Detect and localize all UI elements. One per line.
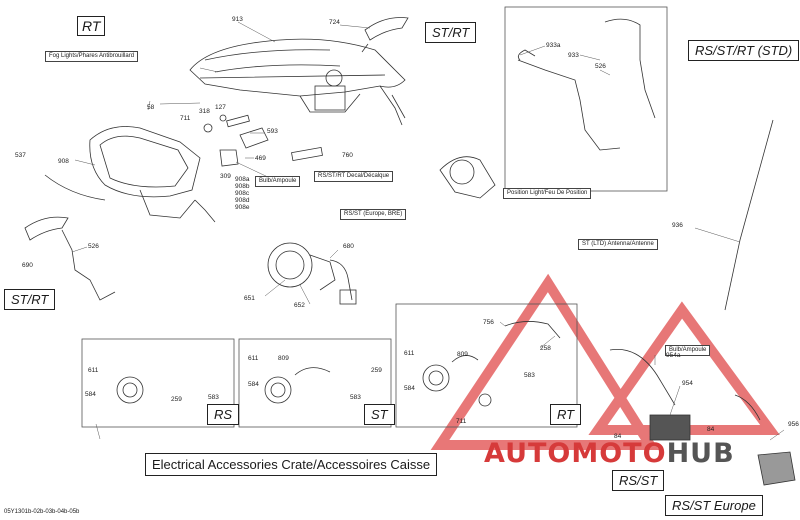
position-light-box <box>504 6 668 192</box>
part-593: 593 <box>267 128 278 135</box>
part-318: 318 <box>199 108 210 115</box>
part-584-st: 584 <box>248 381 259 388</box>
part-711-top: 711 <box>180 115 191 122</box>
part-809-rt: 809 <box>457 351 468 358</box>
part-690: 690 <box>22 262 33 269</box>
part-84-right: 84 <box>707 426 715 433</box>
part-537: 537 <box>15 152 26 159</box>
position-light-wire <box>517 59 621 151</box>
part-936: 936 <box>672 222 683 229</box>
part-526-top: 526 <box>595 63 606 70</box>
module-housing-europe <box>757 451 796 486</box>
turn-signal-left <box>24 216 69 241</box>
watermark-part1: AUTOMOTO <box>484 438 667 469</box>
title-rs-box: RS <box>207 404 240 425</box>
part-58: 58 <box>147 104 155 111</box>
headlight-lens <box>89 126 201 198</box>
part-908a: 908a <box>235 176 250 183</box>
tag-decal: RS/ST/RT Decal/Décalque <box>314 171 394 182</box>
tag-position-light: Position Light/Feu De Position <box>503 188 592 199</box>
tag-bulb: Bulb/Ampoule <box>255 176 301 187</box>
part-583-st: 583 <box>350 394 361 401</box>
horn-rt <box>422 364 450 392</box>
diagram-code: 05Y1301b-02b-03b-04b-05b <box>4 509 80 515</box>
part-84-left: 84 <box>614 433 622 440</box>
part-756: 756 <box>483 319 494 326</box>
part-933: 933 <box>568 52 579 59</box>
part-954a: 954a <box>666 352 681 359</box>
st-box <box>238 338 392 428</box>
rs-box <box>81 338 235 428</box>
tag-rs-st-europe-bre: RS/ST (Europe, BRE) <box>340 209 407 220</box>
title-rt-box: RT <box>550 404 582 425</box>
part-259-st: 259 <box>371 367 382 374</box>
part-809-st: 809 <box>278 355 289 362</box>
control-module <box>649 414 691 441</box>
part-584-rt: 584 <box>404 385 415 392</box>
title-st-box: ST <box>364 404 395 425</box>
part-469: 469 <box>255 155 266 162</box>
title-st-rt-left: ST/RT <box>4 289 56 310</box>
title-rt-top: RT <box>77 16 106 36</box>
tag-fog-lights: Fog Lights/Phares Antibrouillard <box>45 51 139 62</box>
tag-bulb-right: Bulb/Ampoule <box>665 345 711 356</box>
part-908b: 908b <box>235 183 250 190</box>
part-611-rs: 611 <box>88 367 99 374</box>
horn-st <box>264 376 292 404</box>
part-651: 651 <box>244 295 255 302</box>
part-611-rt: 611 <box>404 350 415 357</box>
part-956: 956 <box>788 421 799 428</box>
part-258: 258 <box>540 345 551 352</box>
part-913: 913 <box>232 16 243 23</box>
part-711-rt: 711 <box>456 418 467 425</box>
part-933a: 933a <box>546 42 561 49</box>
part-908: 908 <box>58 158 69 165</box>
part-680: 680 <box>343 243 354 250</box>
antenna <box>724 119 774 311</box>
part-611-st: 611 <box>248 355 259 362</box>
watermark-part2: HUB <box>666 438 735 469</box>
headlight-housing <box>189 38 406 97</box>
part-760: 760 <box>342 152 353 159</box>
part-908c: 908c <box>235 190 250 197</box>
title-rs-st: RS/ST <box>612 470 665 491</box>
tag-antenna: ST (LTD) Antenna/Antenne <box>578 239 658 250</box>
part-309: 309 <box>220 173 231 180</box>
part-908d: 908d <box>235 197 250 204</box>
watermark-triangle-logo <box>430 273 780 450</box>
title-rs-st-rt-std: RS/ST/RT (STD) <box>688 40 800 61</box>
title-rs-st-europe: RS/ST Europe <box>665 495 763 516</box>
title-st-rt-top: ST/RT <box>425 22 477 43</box>
part-652: 652 <box>294 302 305 309</box>
watermark-text: AUTOMOTOHUB <box>484 438 735 469</box>
part-583-rs: 583 <box>208 394 219 401</box>
turn-signal <box>364 17 409 41</box>
part-259-rs: 259 <box>171 396 182 403</box>
part-954: 954 <box>682 380 693 387</box>
part-583-rt: 583 <box>524 372 535 379</box>
part-908e: 908e <box>235 204 250 211</box>
rt-box <box>395 303 578 428</box>
part-584-rs: 584 <box>85 391 96 398</box>
fog-light <box>267 242 313 288</box>
horn-rs <box>116 376 144 404</box>
part-526-left: 526 <box>88 243 99 250</box>
diagram-caption: Electrical Accessories Crate/Accessoires… <box>145 453 438 476</box>
part-127: 127 <box>215 104 226 111</box>
part-724: 724 <box>329 19 340 26</box>
